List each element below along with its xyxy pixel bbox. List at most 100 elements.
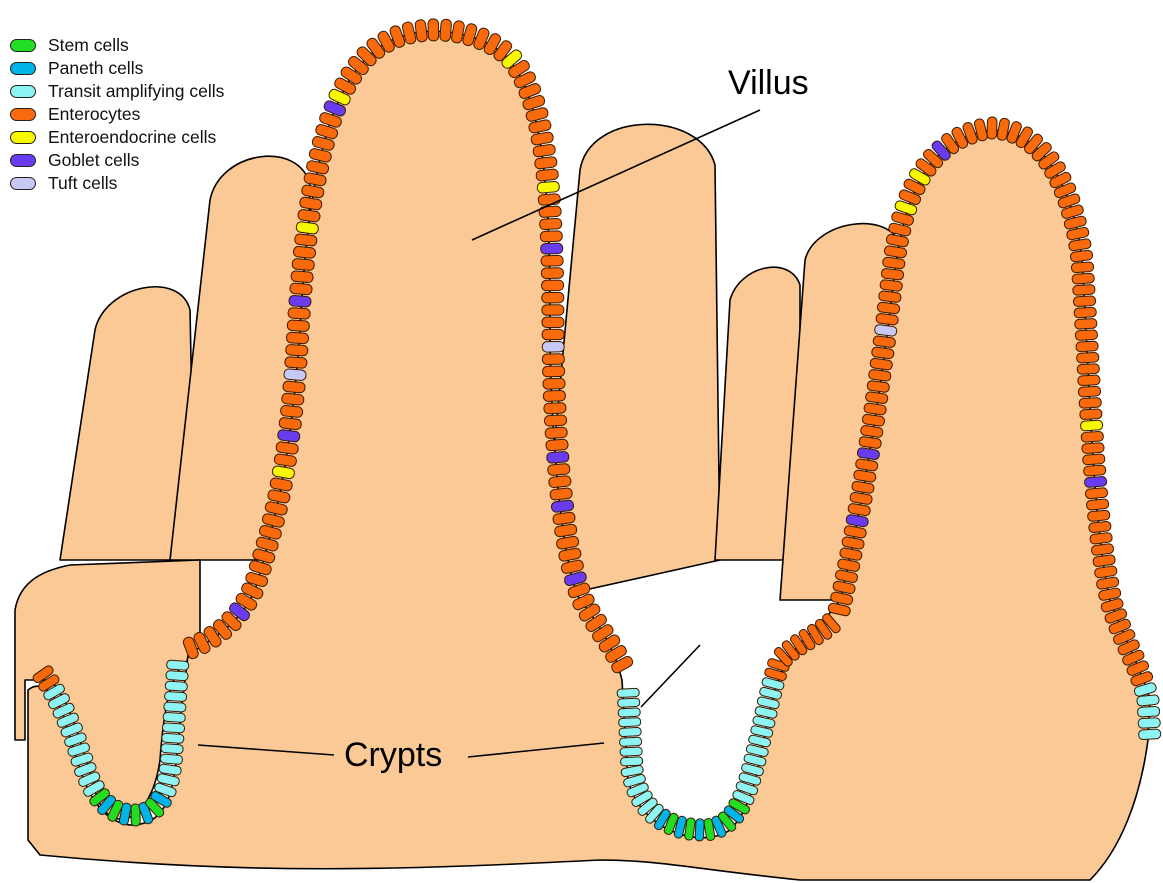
legend-swatch (10, 154, 36, 167)
enterocyte-cell (1075, 330, 1097, 341)
enterocyte-cell (283, 381, 306, 393)
enterocyte-cell (540, 231, 562, 242)
paneth-cell (695, 819, 704, 841)
enterocyte-cell (287, 320, 310, 332)
enterocyte-cell (1086, 499, 1109, 511)
legend-item-tuft-cells: Tuft cells (10, 172, 224, 195)
enterocyte-cell (536, 169, 559, 182)
crypts-label: Crypts (344, 738, 442, 772)
enterocyte-cell (1072, 273, 1095, 284)
enterocyte-cell (542, 366, 564, 377)
transit-cell (618, 698, 640, 707)
legend-swatch (10, 131, 36, 144)
crypts-leader-line-upper (641, 645, 700, 707)
enterocyte-cell (546, 439, 569, 451)
legend-label: Paneth cells (48, 60, 143, 78)
legend-swatch (10, 85, 36, 98)
transit-cell (619, 737, 641, 746)
enterocyte-cell (1085, 487, 1108, 499)
enterocyte-cell (294, 234, 317, 247)
enterocyte-cell (286, 332, 309, 344)
enterocyte-cell (987, 117, 997, 139)
goblet-cell (546, 451, 569, 463)
legend-swatch (10, 177, 36, 190)
enterocyte-cell (1075, 318, 1098, 329)
enterocyte-cell (538, 194, 561, 206)
transit-cell (164, 691, 187, 701)
transit-cell (166, 660, 189, 670)
enterocyte-cell (285, 344, 308, 356)
transit-cell (618, 708, 640, 717)
goblet-cell (1084, 476, 1107, 487)
enterocyte-cell (1082, 443, 1105, 454)
legend-swatch (10, 108, 36, 121)
enterocyte-cell (291, 271, 314, 283)
enterocyte-cell (290, 283, 313, 295)
legend-item-enteroendocrine-cells: Enteroendocrine cells (10, 126, 224, 149)
enterocyte-cell (1078, 375, 1101, 386)
enterocyte-cell (542, 280, 564, 291)
enterocyte-cell (1079, 397, 1102, 408)
enterocyte-cell (293, 246, 316, 259)
enterocyte-cell (1078, 386, 1101, 397)
enterocyte-cell (542, 329, 564, 340)
enterocyte-cell (1076, 352, 1098, 363)
enterocyte-cell (543, 378, 565, 389)
transit-cell (619, 727, 641, 736)
enterocyte-cell (1088, 521, 1111, 533)
transit-cell (162, 733, 185, 743)
enterocyte-cell (544, 415, 567, 427)
enterocyte-cell (547, 463, 570, 475)
transit-cell (165, 681, 188, 691)
enterocyte-cell (1080, 409, 1103, 420)
transit-cell (162, 723, 185, 733)
enterocyte-cell (292, 258, 315, 271)
enterocyte-cell (550, 488, 573, 501)
enterocyte-cell (288, 307, 311, 319)
enterocyte-cell (1073, 284, 1096, 295)
enterocyte-cell (1090, 532, 1113, 544)
legend-label: Transit amplifying cells (48, 83, 224, 101)
transit-cell (1137, 706, 1159, 717)
enterocyte-cell (542, 305, 564, 316)
legend-item-goblet-cells: Goblet cells (10, 149, 224, 172)
enterocyte-cell (880, 279, 903, 291)
transit-cell (1137, 695, 1160, 707)
transit-cell (160, 754, 183, 765)
enterocyte-cell (534, 156, 557, 169)
enterocyte-cell (280, 405, 303, 418)
legend-item-paneth-cells: Paneth cells (10, 57, 224, 80)
transit-cell (161, 744, 184, 754)
legend-swatch (10, 39, 36, 52)
enterocyte-cell (542, 317, 564, 327)
enterocyte-cell (541, 268, 563, 279)
goblet-cell (541, 243, 563, 254)
transit-cell (617, 688, 639, 697)
enterocyte-cell (1071, 262, 1094, 273)
enterocyte-cell (878, 291, 901, 303)
tuft-cell (542, 341, 564, 352)
enterocyte-cell (440, 19, 452, 42)
enterocyte-cell (1076, 341, 1098, 352)
transit-cell (164, 702, 187, 712)
enterocyte-cell (1077, 364, 1099, 375)
enterocyte-cell (541, 255, 563, 266)
enterocyte-cell (1087, 510, 1110, 522)
enterocyte-cell (1081, 431, 1104, 442)
tuft-cell (284, 369, 307, 381)
enteroendocrine-cell (1080, 420, 1103, 431)
goblet-cell (289, 295, 312, 307)
legend-label: Goblet cells (48, 152, 139, 170)
transit-cell (620, 747, 642, 756)
enterocyte-cell (881, 268, 904, 280)
legend-item-transit-amplifying-cells: Transit amplifying cells (10, 80, 224, 103)
legend: Stem cells Paneth cells Transit amplifyi… (10, 34, 224, 195)
enterocyte-cell (542, 292, 564, 303)
enterocyte-cell (1082, 454, 1105, 465)
legend-item-stem-cells: Stem cells (10, 34, 224, 57)
legend-label: Stem cells (48, 37, 129, 55)
legend-label: Tuft cells (48, 175, 117, 193)
enterocyte-cell (539, 218, 561, 230)
enterocyte-cell (548, 475, 571, 487)
legend-label: Enteroendocrine cells (48, 129, 216, 147)
